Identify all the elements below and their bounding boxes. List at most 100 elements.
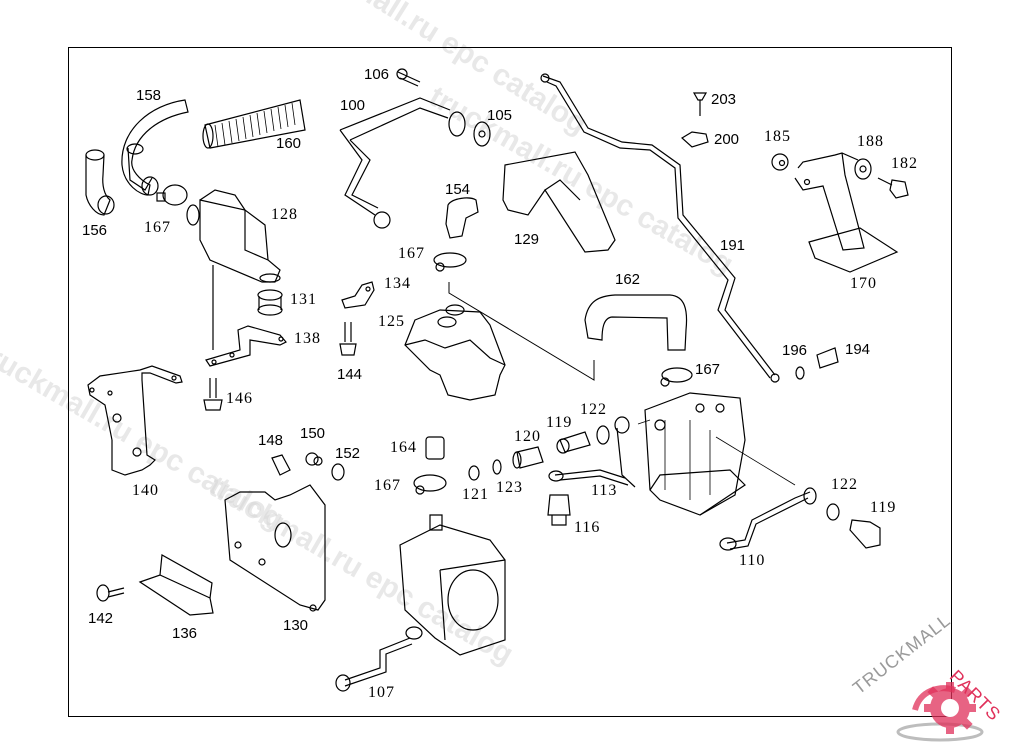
part-label-100[interactable]: 100 (340, 97, 366, 114)
part-label-196[interactable]: 196 (782, 342, 808, 359)
part-label-167[interactable]: 167 (144, 219, 171, 236)
part-label-160[interactable]: 160 (276, 135, 302, 152)
part-label-120[interactable]: 120 (514, 428, 541, 445)
part-pump[interactable] (399, 514, 506, 656)
part-label-150[interactable]: 150 (300, 425, 326, 442)
part-107-pipe[interactable] (335, 626, 423, 692)
part-123-washer[interactable] (492, 459, 502, 475)
part-label-131[interactable]: 131 (290, 291, 317, 308)
part-203-bolt[interactable] (692, 92, 708, 116)
part-194-fitting[interactable] (816, 347, 839, 369)
part-label-130[interactable]: 130 (283, 617, 309, 634)
diagram-frame (68, 47, 952, 717)
part-label-116[interactable]: 116 (574, 519, 601, 536)
part-label-156[interactable]: 156 (82, 222, 108, 239)
part-label-110[interactable]: 110 (739, 552, 766, 569)
part-122-washer[interactable] (596, 425, 610, 445)
part-119-banjo-bolt[interactable] (556, 431, 591, 454)
part-label-129[interactable]: 129 (514, 231, 540, 248)
part-label-191[interactable]: 191 (720, 237, 746, 254)
part-label-164[interactable]: 164 (390, 439, 417, 456)
part-154-elbow[interactable] (445, 197, 479, 239)
part-label-113[interactable]: 113 (591, 482, 618, 499)
part-label-152[interactable]: 152 (335, 445, 361, 462)
part-106-bolt[interactable] (396, 68, 421, 87)
part-140-bracket[interactable] (87, 365, 183, 476)
part-label-170[interactable]: 170 (850, 275, 877, 292)
part-label-146[interactable]: 146 (226, 390, 253, 407)
part-121-plug[interactable] (468, 465, 480, 481)
part-label-167[interactable]: 167 (695, 361, 721, 378)
part-label-162[interactable]: 162 (615, 271, 641, 288)
part-100-pipe[interactable] (339, 97, 451, 229)
part-label-123[interactable]: 123 (496, 479, 523, 496)
part-167-clamp[interactable] (433, 252, 467, 272)
part-105-gasket[interactable] (448, 111, 491, 147)
part-167-clamp[interactable] (413, 474, 447, 495)
part-label-200[interactable]: 200 (714, 131, 740, 148)
part-label-119[interactable]: 119 (870, 499, 897, 516)
part-label-185[interactable]: 185 (764, 128, 791, 145)
part-compressor[interactable] (637, 392, 796, 516)
part-label-188[interactable]: 188 (857, 133, 884, 150)
part-150-fitting[interactable] (305, 452, 323, 466)
part-label-167[interactable]: 167 (398, 245, 425, 262)
part-label-144[interactable]: 144 (337, 366, 363, 383)
part-182-bolt[interactable] (877, 177, 909, 199)
part-188-washer[interactable] (854, 158, 872, 180)
part-label-122[interactable]: 122 (831, 476, 858, 493)
part-142-bolt[interactable] (96, 584, 125, 602)
part-116-fitting[interactable] (547, 494, 571, 526)
part-label-140[interactable]: 140 (132, 482, 159, 499)
part-label-105[interactable]: 105 (487, 107, 513, 124)
part-167-clamp[interactable] (156, 184, 188, 206)
gear-logo-icon (896, 682, 984, 742)
part-128-block[interactable] (186, 189, 281, 350)
part-label-182[interactable]: 182 (891, 155, 918, 172)
part-label-154[interactable]: 154 (445, 181, 471, 198)
part-label-194[interactable]: 194 (845, 341, 871, 358)
part-label-148[interactable]: 148 (258, 432, 284, 449)
part-label-121[interactable]: 121 (462, 486, 489, 503)
part-185-nut[interactable] (771, 153, 789, 171)
part-148-fitting[interactable] (271, 454, 291, 476)
part-144-bolt[interactable] (339, 322, 357, 356)
part-120-bolt[interactable] (512, 446, 544, 469)
part-label-107[interactable]: 107 (368, 684, 395, 701)
part-label-203[interactable]: 203 (711, 91, 737, 108)
part-119-banjo-bolt[interactable] (849, 519, 881, 549)
part-164-sleeve[interactable] (425, 436, 445, 460)
part-160-corrugated-hose[interactable] (202, 99, 306, 149)
part-label-167[interactable]: 167 (374, 477, 401, 494)
part-158-hose[interactable] (121, 99, 189, 196)
part-125-reservoir[interactable] (404, 282, 595, 401)
part-110-pipe[interactable] (719, 487, 817, 551)
part-131-grommet[interactable] (257, 289, 283, 316)
part-129-cover[interactable] (502, 151, 616, 253)
part-label-142[interactable]: 142 (88, 610, 114, 627)
part-label-134[interactable]: 134 (384, 275, 411, 292)
part-label-128[interactable]: 128 (271, 206, 298, 223)
part-167-clamp[interactable] (660, 367, 693, 387)
part-label-138[interactable]: 138 (294, 330, 321, 347)
part-138-bracket[interactable] (205, 325, 287, 367)
part-label-122[interactable]: 122 (580, 401, 607, 418)
part-170-bracket[interactable] (794, 152, 899, 273)
part-label-136[interactable]: 136 (172, 625, 198, 642)
part-152-washer[interactable] (331, 463, 345, 481)
part-label-106[interactable]: 106 (364, 66, 390, 83)
part-136-angle-bracket[interactable] (138, 554, 214, 616)
part-191-line[interactable] (540, 73, 780, 383)
part-162-hose[interactable] (584, 294, 688, 351)
part-200-clip[interactable] (680, 131, 709, 148)
part-130-plate[interactable] (224, 484, 326, 612)
part-113-line[interactable] (548, 416, 636, 488)
part-label-119[interactable]: 119 (546, 414, 573, 431)
part-156-elbow[interactable] (85, 149, 115, 216)
part-label-125[interactable]: 125 (378, 313, 405, 330)
part-label-158[interactable]: 158 (136, 87, 162, 104)
part-122-washer[interactable] (826, 503, 840, 521)
part-146-bolt[interactable] (203, 378, 223, 411)
part-196-washer[interactable] (795, 366, 805, 380)
part-134-bracket[interactable] (341, 281, 375, 309)
